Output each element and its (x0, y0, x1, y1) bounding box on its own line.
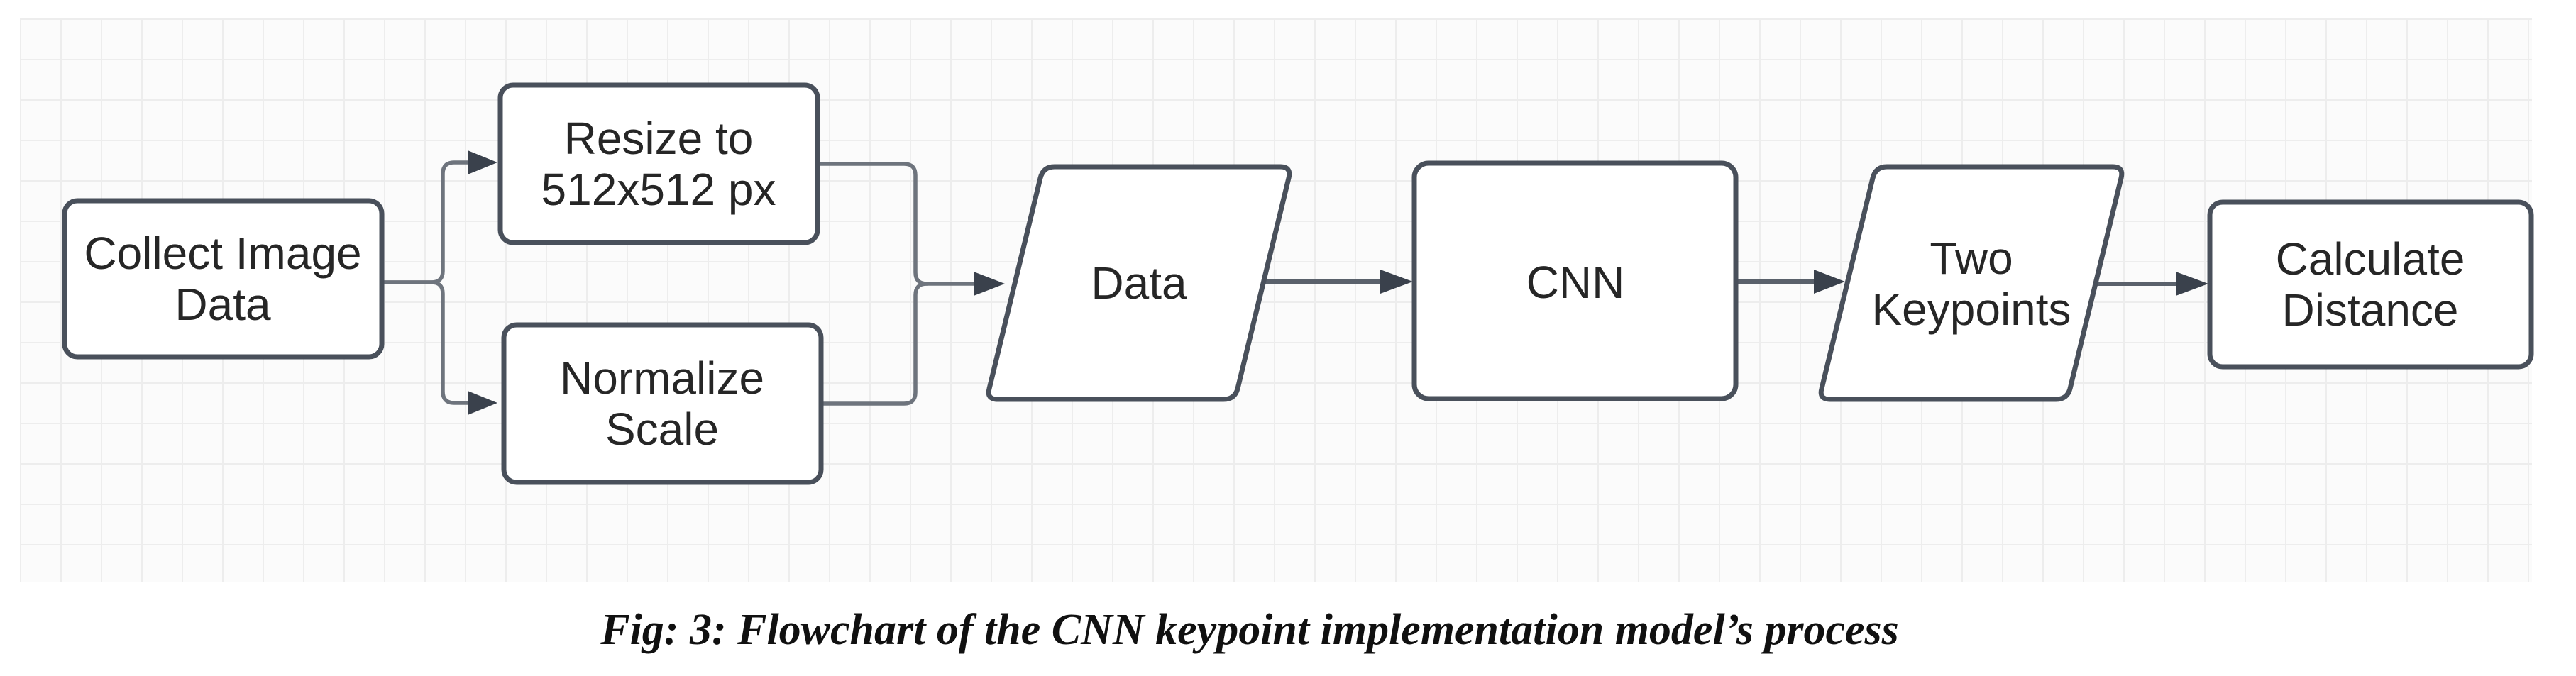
node-calculate-distance: Calculate Distance (2207, 199, 2534, 370)
arrowhead-into-normalize (468, 391, 497, 415)
arrowhead-into-resize (468, 150, 497, 174)
edge-collect-to-resize (380, 160, 472, 284)
node-cnn-label-line1: CNN (1526, 257, 1625, 308)
node-normalize-label-line2: Scale (605, 404, 719, 455)
process-box (501, 322, 824, 485)
edge-collect-to-normalize (380, 280, 472, 405)
arrowhead-into-calculate (2176, 272, 2208, 296)
parallelogram-box (986, 164, 1292, 402)
parallelogram-box (1818, 164, 2125, 402)
node-data: Data (986, 164, 1292, 402)
node-two-keypoints-label-line2: Keypoints (1871, 284, 2071, 335)
node-resize-label-line2: 512x512 px (541, 164, 776, 215)
node-normalize-scale: Normalize Scale (501, 322, 824, 485)
node-calculate-label-line1: Calculate (2276, 233, 2465, 284)
node-resize-label-line1: Resize to (564, 113, 754, 164)
arrowhead-into-keypoints (1814, 270, 1845, 294)
node-resize-512x512: Resize to 512x512 px (497, 82, 820, 245)
node-two-keypoints-label-line1: Two (1930, 233, 2013, 284)
node-normalize-label-line1: Normalize (560, 353, 764, 404)
process-box (497, 82, 820, 245)
node-cnn: CNN (1411, 160, 1739, 401)
node-collect-image-data: Collect Image Data (62, 198, 385, 360)
node-data-label-line1: Data (1091, 257, 1187, 309)
diagram-grid-canvas (20, 18, 2532, 582)
process-box (62, 198, 385, 360)
arrowhead-into-data (974, 272, 1005, 296)
arrowhead-into-cnn (1380, 270, 1413, 294)
process-box (1411, 160, 1739, 401)
node-collect-image-data-label-line1: Collect Image (84, 228, 361, 279)
edge-normalize-to-data (819, 282, 929, 406)
edge-resize-to-data (815, 162, 976, 286)
figure-caption: Fig: 3: Flowchart of the CNN keypoint im… (600, 606, 1899, 654)
node-calculate-label-line2: Distance (2282, 284, 2459, 336)
process-box (2207, 199, 2534, 370)
node-collect-image-data-label-line2: Data (175, 279, 271, 330)
edge-layer (380, 150, 2208, 415)
node-two-keypoints: Two Keypoints (1818, 164, 2125, 402)
